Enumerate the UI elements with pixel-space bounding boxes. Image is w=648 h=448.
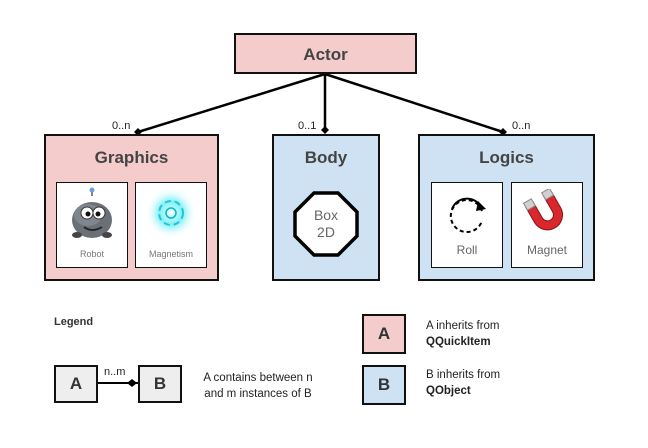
legend-inherit-b-text: B inherits from QObject [426, 367, 500, 399]
legend-inherit-a-line2: QQuickItem [426, 336, 491, 348]
magnet-icon [522, 189, 563, 231]
body-box: Body Box 2D [272, 134, 380, 281]
body-diamond [321, 126, 329, 134]
legend-contains-line1: A contains between n [203, 372, 313, 384]
actor-label: Actor [303, 45, 348, 64]
robot-label: Robot [79, 249, 105, 259]
roll-label: Roll [456, 243, 478, 257]
logics-box: Logics Roll Magnet [418, 134, 595, 281]
legend-a-letter: A [69, 374, 83, 393]
magnet-label: Magnet [526, 243, 568, 257]
body-multiplicity: 0..1 [298, 120, 317, 132]
legend-inherit-a-letter: A [377, 324, 391, 343]
actor-graphics-connector [137, 72, 326, 134]
magnetism-card: Magnetism [135, 182, 207, 268]
magnetism-icon [145, 187, 197, 239]
legend-a-box: A [54, 365, 98, 403]
legend-inherit-b-box: B [362, 365, 406, 405]
roll-card: Roll [431, 182, 503, 268]
magnet-card: Magnet [511, 182, 583, 268]
box2d-line2: 2D [317, 224, 335, 240]
actor-box: Actor [234, 33, 417, 74]
legend-range: n..m [104, 366, 126, 378]
box2d-text: Box 2D [292, 190, 360, 258]
legend-b-box: B [138, 365, 182, 403]
octagon-icon [293, 191, 359, 257]
legend-diamond [127, 379, 137, 387]
legend-inherit-a-text: A inherits from QQuickItem [426, 318, 500, 350]
legend-contains-line2: and m instances of B [204, 388, 312, 400]
roll-icon [449, 197, 486, 233]
actor-logics-connector [324, 72, 504, 134]
body-label: Body [304, 148, 348, 167]
box2d-line1: Box [313, 207, 339, 223]
magnetism-label: Magnetism [148, 249, 193, 259]
legend-contains-text: A contains between n and m instances of … [188, 370, 328, 402]
robot-icon [72, 187, 112, 238]
logics-multiplicity: 0..n [512, 120, 531, 132]
robot-card: Robot [56, 182, 128, 268]
legend-inherit-b-letter: B [377, 375, 391, 394]
legend-inherit-a-box: A [362, 314, 406, 354]
legend-inherit-b-line1: B inherits from [426, 369, 501, 381]
graphics-box: Graphics Robot [44, 134, 219, 281]
logics-label: Logics [479, 148, 534, 167]
graphics-label: Graphics [94, 148, 169, 167]
legend-inherit-b-line2: QObject [426, 385, 471, 397]
graphics-multiplicity: 0..n [112, 120, 131, 132]
legend-b-letter: B [153, 374, 167, 393]
legend-title: Legend [54, 316, 94, 328]
legend-inherit-a-line1: A inherits from [426, 320, 500, 332]
